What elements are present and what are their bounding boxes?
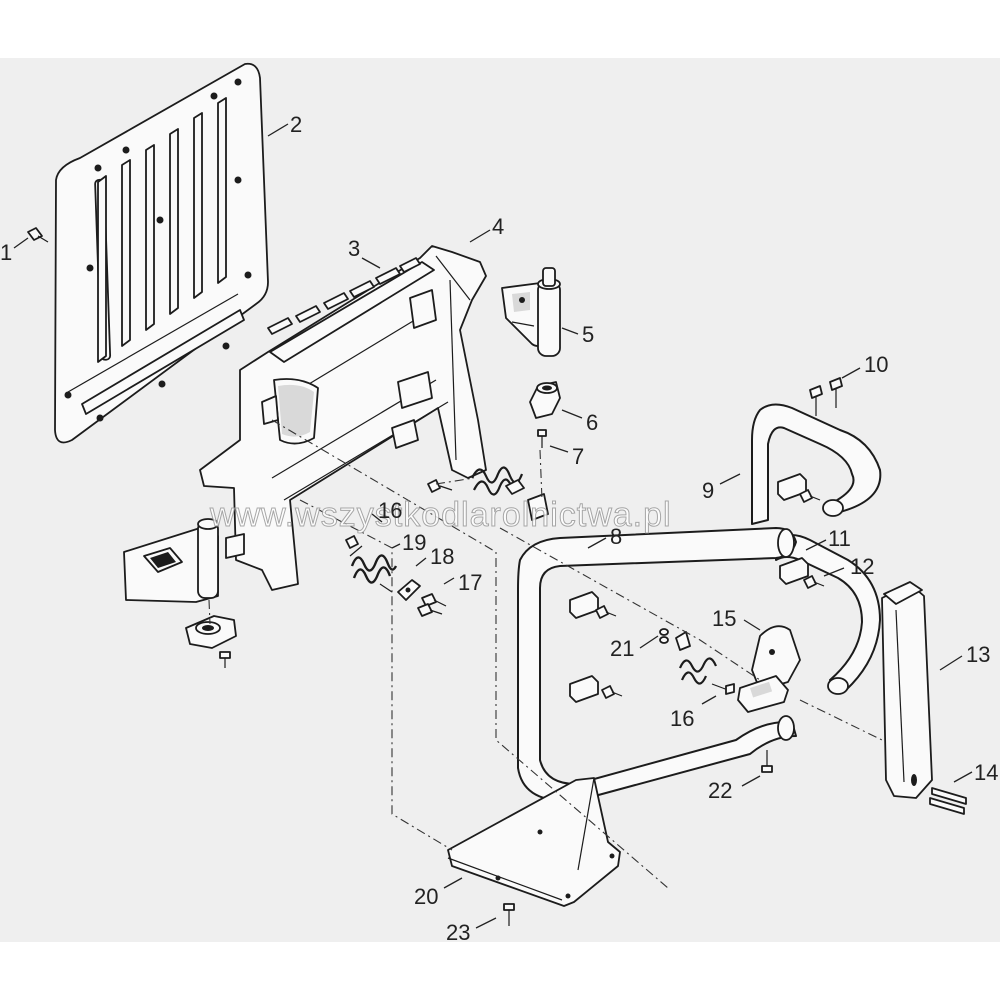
part-left-hinge-block bbox=[123, 518, 245, 603]
part-screw-1 bbox=[27, 227, 49, 243]
callout-12: 12 bbox=[850, 554, 874, 579]
callout-1: 1 bbox=[0, 240, 12, 265]
callout-20: 20 bbox=[414, 884, 438, 909]
part-tube-frame-9 bbox=[751, 403, 882, 695]
part-spring-upper bbox=[471, 466, 549, 521]
callout-11: 11 bbox=[828, 526, 851, 551]
part-screws-12 bbox=[595, 489, 825, 699]
callout-2: 2 bbox=[290, 112, 302, 137]
part-bushing-6 bbox=[529, 381, 561, 419]
callout-18: 18 bbox=[430, 544, 454, 569]
part-screws-10 bbox=[809, 377, 843, 416]
part-screw-16-upper bbox=[345, 479, 453, 549]
part-slot-strip bbox=[267, 257, 421, 335]
callout-4: 4 bbox=[492, 214, 504, 239]
part-bracket-11 bbox=[569, 473, 809, 703]
callout-10: 10 bbox=[864, 352, 888, 377]
callout-13: 13 bbox=[966, 642, 990, 667]
part-hinge-5 bbox=[501, 267, 561, 357]
callout-19: 19 bbox=[402, 530, 426, 555]
part-latch-15 bbox=[737, 625, 801, 713]
part-screw-7 bbox=[537, 429, 547, 448]
part-grille-panel bbox=[54, 62, 269, 444]
callout-16-lower: 16 bbox=[670, 706, 694, 731]
callout-8: 8 bbox=[610, 524, 622, 549]
callout-7: 7 bbox=[572, 444, 584, 469]
part-washers-21 bbox=[659, 628, 669, 644]
callout-21: 21 bbox=[610, 636, 634, 661]
callout-9: 9 bbox=[702, 478, 714, 503]
part-washer-18 bbox=[397, 579, 421, 601]
callout-6: 6 bbox=[586, 410, 598, 435]
callout-3: 3 bbox=[348, 236, 360, 261]
callout-17: 17 bbox=[458, 570, 482, 595]
part-spring-16 bbox=[675, 631, 735, 695]
part-screw-left bbox=[219, 651, 231, 668]
watermark-text: www.wszystkodlarolnictwa.pl bbox=[209, 496, 672, 534]
callout-14: 14 bbox=[974, 760, 998, 785]
part-screws-14 bbox=[929, 787, 967, 815]
part-bushing-left bbox=[185, 615, 237, 649]
part-tube-frame-8 bbox=[517, 527, 797, 802]
part-foot-plate-20 bbox=[447, 777, 621, 907]
callout-labels: 1 2 3 4 5 6 7 8 9 10 11 12 13 14 15 16 1… bbox=[0, 112, 998, 945]
part-screw-23 bbox=[503, 903, 515, 926]
assembly-lines bbox=[208, 419, 883, 889]
part-spring-lower bbox=[349, 545, 398, 593]
leader-lines bbox=[13, 123, 973, 929]
callout-22: 22 bbox=[708, 778, 732, 803]
callout-16-upper: 16 bbox=[378, 498, 402, 523]
part-strip-13 bbox=[881, 581, 933, 799]
callout-5: 5 bbox=[582, 322, 594, 347]
callout-23: 23 bbox=[446, 920, 470, 945]
part-screws-17 bbox=[417, 593, 447, 617]
callout-15: 15 bbox=[712, 606, 736, 631]
part-screw-22 bbox=[761, 750, 773, 773]
